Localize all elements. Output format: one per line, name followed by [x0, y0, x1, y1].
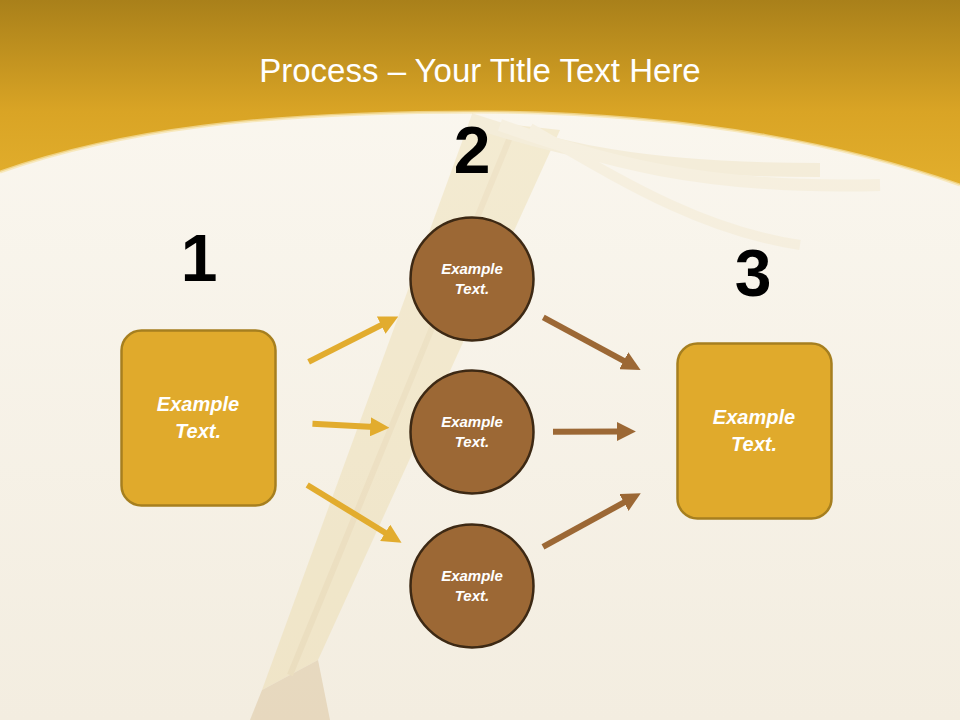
process-box: Example Text. — [676, 342, 833, 520]
node-text: Example Text. — [698, 404, 810, 458]
node-shape — [120, 329, 277, 507]
node-shape — [409, 523, 535, 649]
process-box: Example Text. — [120, 329, 277, 507]
step-number: 3 — [735, 240, 772, 306]
node-shape — [409, 216, 535, 342]
flow-arrow — [309, 323, 385, 362]
circle-outline — [411, 218, 534, 341]
flow-arrow — [307, 485, 388, 535]
step-number: 1 — [181, 225, 218, 291]
process-circle: Example Text. — [409, 369, 535, 495]
node-shape — [409, 369, 535, 495]
pencil-illustration — [250, 120, 880, 720]
process-circle: Example Text. — [409, 216, 535, 342]
circle-outline — [411, 525, 534, 648]
flow-arrow — [312, 424, 374, 427]
node-text: Example Text. — [142, 391, 254, 445]
step-number: 2 — [454, 117, 491, 183]
node-text: Example Text. — [432, 566, 512, 607]
flow-arrow — [553, 428, 621, 434]
box-outline — [121, 331, 275, 506]
box-outline — [677, 344, 831, 519]
flow-arrow — [543, 317, 627, 362]
slide-title: Process – Your Title Text Here — [0, 52, 960, 90]
flow-arrow — [543, 501, 627, 547]
paper-streak — [530, 128, 800, 245]
process-circle: Example Text. — [409, 523, 535, 649]
band-edge — [0, 112, 960, 185]
node-text: Example Text. — [432, 412, 512, 453]
title-band — [0, 0, 960, 185]
pencil-body — [262, 120, 560, 690]
circle-outline — [411, 371, 534, 494]
node-text: Example Text. — [432, 259, 512, 300]
node-shape — [676, 342, 833, 520]
